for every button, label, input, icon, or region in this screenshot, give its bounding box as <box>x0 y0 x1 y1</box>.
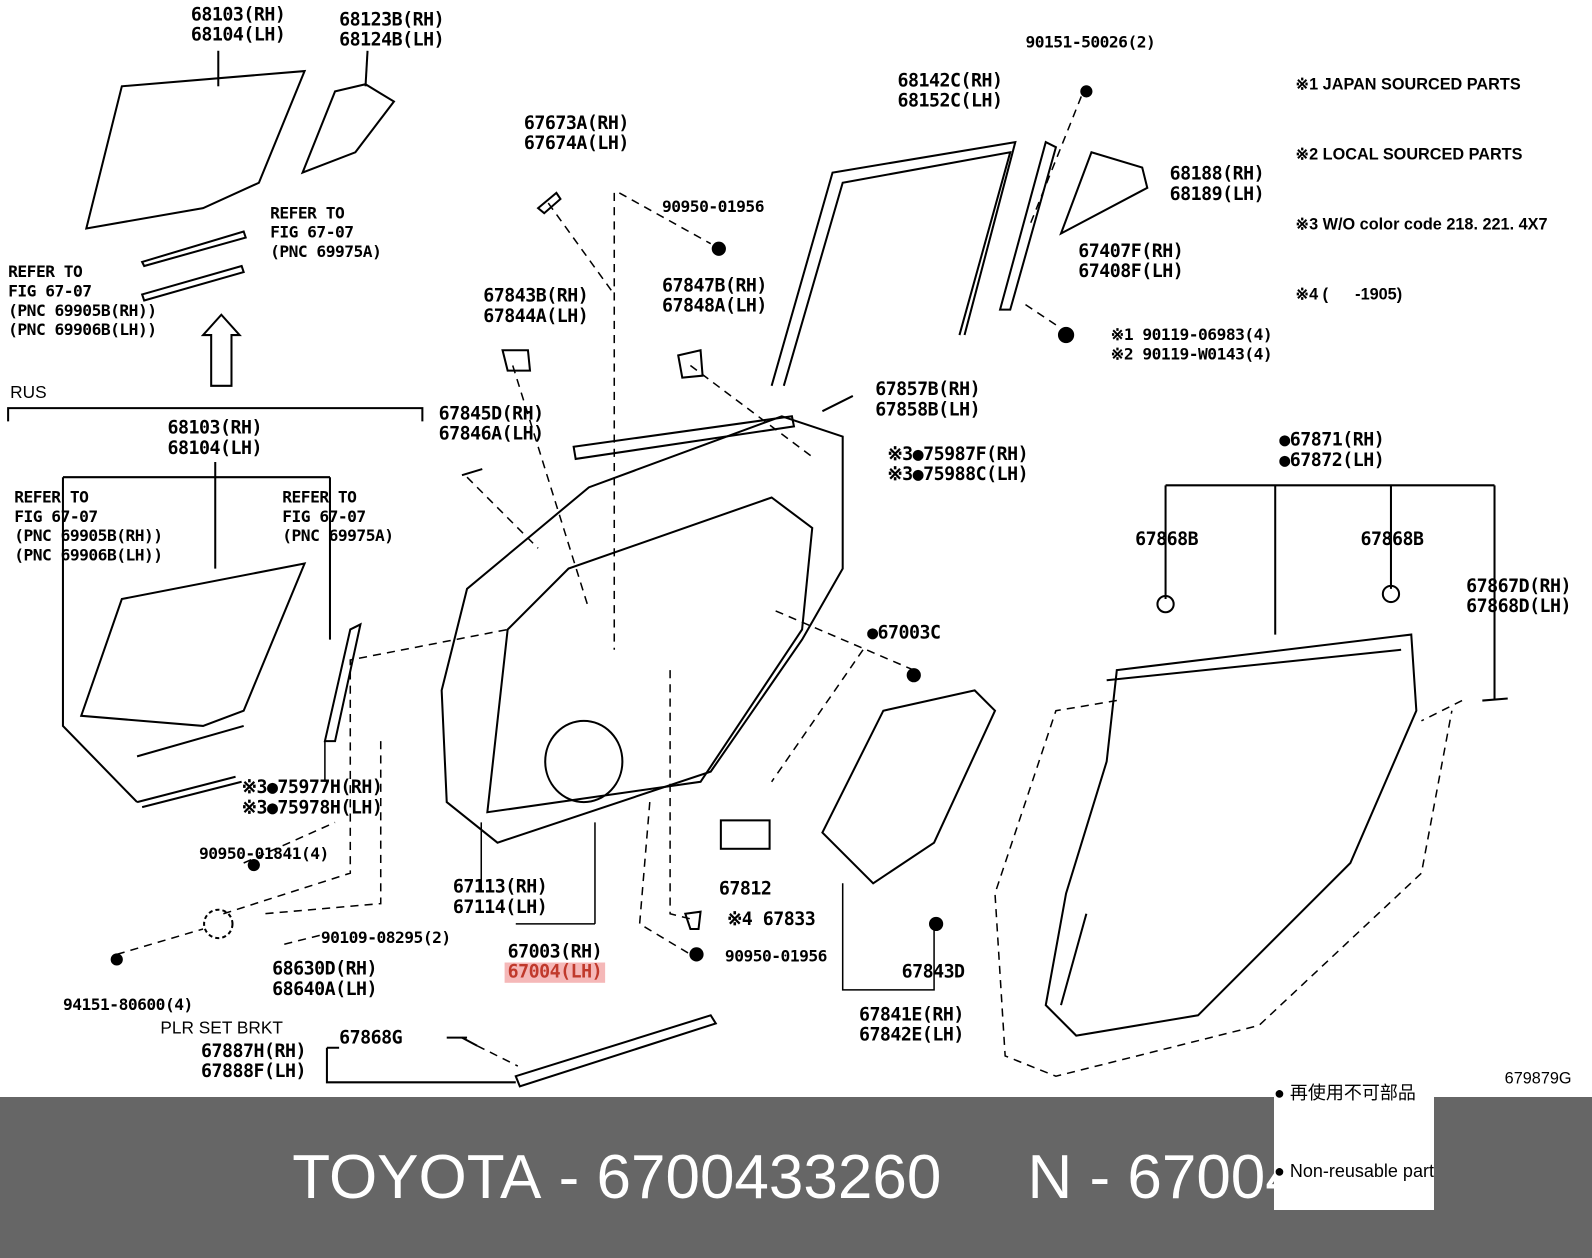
pnc-prefix: N <box>1027 1143 1073 1212</box>
label-90151-50026[interactable]: 90151-50026(2) <box>1025 32 1156 52</box>
label-68630d[interactable]: 68630D(RH)68640A(LH) <box>272 958 378 1001</box>
label-75987f[interactable]: ※3●75987F(RH)※3●75988C(LH) <box>887 443 1029 486</box>
label-67887h[interactable]: 67887H(RH)67888F(LH) <box>201 1040 306 1083</box>
label-67407f[interactable]: 67407F(RH)67408F(LH) <box>1078 240 1184 283</box>
label-75977h[interactable]: ※3●75977H(RH)※3●75978H(LH) <box>241 776 383 819</box>
figure-id: 679879G <box>1504 1070 1572 1088</box>
label-67003c[interactable]: ●67003C <box>867 622 941 644</box>
plr-set-brkt-label: PLR SET BRKT <box>160 1018 283 1038</box>
legend-en: ● Non-reusable part <box>1274 1161 1434 1181</box>
part-number: 6700433260 <box>596 1143 942 1212</box>
service-hole-cover <box>821 689 997 885</box>
spacer <box>941 1142 1027 1213</box>
label-90109-08295[interactable]: 90109-08295(2) <box>320 927 451 948</box>
label-67812[interactable]: 67812 <box>718 878 772 900</box>
label-94151-80600[interactable]: 94151-80600(4) <box>62 994 193 1015</box>
note-3: ※3 W/O color code 218. 221. 4X7 <box>1295 216 1548 234</box>
note-4: ※4 ( -1905) <box>1295 286 1403 304</box>
door-weatherstrip <box>1044 633 1418 1037</box>
label-67004-highlighted[interactable]: 67004(LH) <box>504 962 606 983</box>
label-67867d[interactable]: 67867D(RH)67868D(LH) <box>1466 575 1572 618</box>
separator: - <box>541 1143 597 1212</box>
door-frame-moulding <box>770 140 1017 387</box>
label-67847b[interactable]: 67847B(RH)67848A(LH) <box>661 275 767 317</box>
arrow-up <box>200 313 242 387</box>
label-67845d[interactable]: 67845D(RH)67846A(LH) <box>438 403 544 445</box>
label-67113[interactable]: 67113(RH)67114(LH) <box>452 876 548 918</box>
sourcing-notes: ※1 JAPAN SOURCED PARTS ※2 LOCAL SOURCED … <box>1296 26 1548 330</box>
quarter-glass-rear <box>1059 151 1149 236</box>
label-68103-rus[interactable]: 68103(RH)68104(LH) <box>167 417 263 459</box>
legend-jp: ● 再使用不可部品 <box>1274 1083 1416 1103</box>
label-67841e[interactable]: 67841E(RH)67842E(LH) <box>858 1004 964 1046</box>
label-67003[interactable]: 67003(RH) <box>507 941 603 963</box>
parts-diagram: 68103(RH)68104(LH) 68123B(RH)68124B(LH) … <box>7 4 1572 1088</box>
label-90950-01956-top[interactable]: 90950-01956 <box>661 196 765 217</box>
note-2: ※2 LOCAL SOURCED PARTS <box>1295 146 1523 164</box>
label-90950-01841[interactable]: 90950-01841(4) <box>198 843 329 864</box>
quarter-glass-top <box>300 83 396 175</box>
brand: TOYOTA <box>292 1143 542 1212</box>
legend: ● 再使用不可部品 ● Non-reusable part <box>1274 1028 1434 1210</box>
label-68123b[interactable]: 68123B(RH)68124B(LH) <box>339 9 445 51</box>
rus-label: RUS <box>10 382 47 403</box>
label-68142c[interactable]: 68142C(RH)68152C(LH) <box>897 70 1003 112</box>
pnc: 67004 <box>1127 1143 1300 1212</box>
label-68103[interactable]: 68103(RH)68104(LH) <box>190 4 286 46</box>
label-67843b[interactable]: 67843B(RH)67844A(LH) <box>483 285 589 327</box>
label-68188[interactable]: 68188(RH)68189(LH) <box>1169 163 1265 206</box>
label-67868b-right[interactable]: 67868B <box>1360 528 1424 551</box>
label-67673a[interactable]: 67673A(RH)67674A(LH) <box>523 112 629 155</box>
door-glass-lower <box>79 562 307 727</box>
label-67843d[interactable]: 67843D <box>901 961 965 983</box>
label-67833[interactable]: ※4 67833 <box>726 908 816 931</box>
separator: - <box>1072 1143 1128 1212</box>
rocker-moulding <box>514 1014 718 1088</box>
label-67871[interactable]: ●67871(RH)●67872(LH) <box>1279 429 1385 472</box>
label-67868g[interactable]: 67868G <box>339 1027 403 1049</box>
glass-run-strip <box>140 230 248 302</box>
door-panel <box>440 415 844 844</box>
label-67868b-left[interactable]: 67868B <box>1135 528 1199 551</box>
note-1: ※1 JAPAN SOURCED PARTS <box>1295 76 1521 94</box>
label-67857b[interactable]: 67857B(RH)67858B(LH) <box>875 378 981 421</box>
label-90950-01956-bottom[interactable]: 90950-01956 <box>724 946 828 966</box>
label-90119[interactable]: ※1 90119-06983(4)※2 90119-W0143(4) <box>1110 324 1273 364</box>
